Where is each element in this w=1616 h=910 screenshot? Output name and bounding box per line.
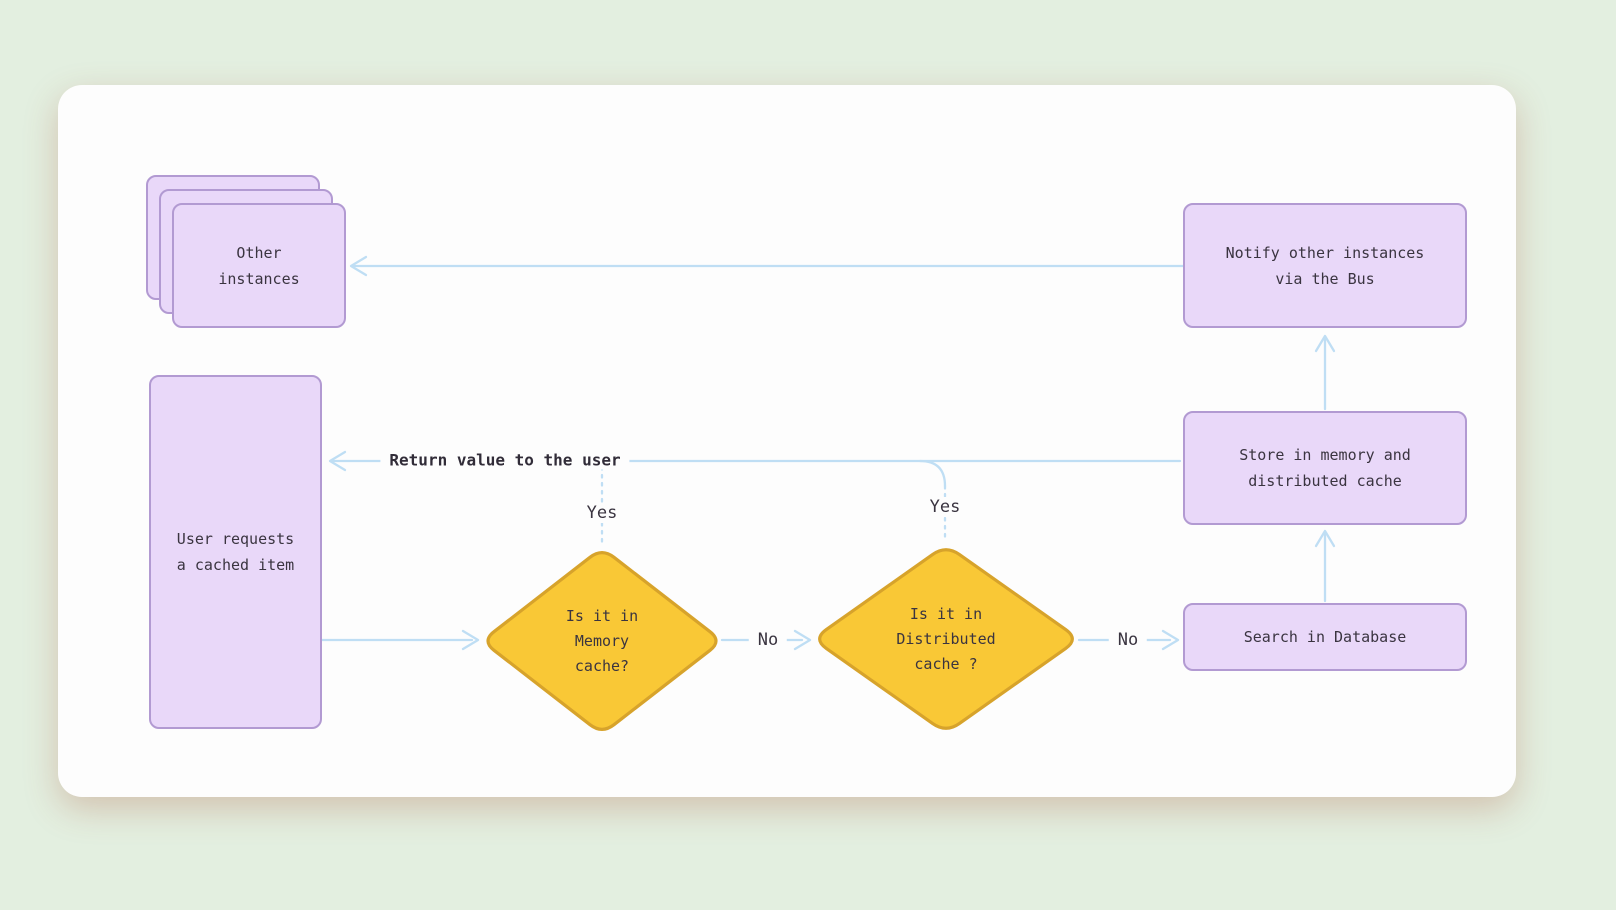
node-notify-bus: Notify other instances via the Bus	[1183, 203, 1467, 328]
edge-label-no-distributed: No	[1108, 630, 1148, 650]
decision-memory-cache-label: Is it in Memory cache?	[565, 606, 639, 675]
edge-label-yes-memory: Yes	[577, 503, 627, 523]
node-user-request: User requests a cached item	[149, 375, 322, 729]
edge-label-yes-distributed: Yes	[920, 497, 970, 517]
edge-label-no-memory: No	[748, 630, 788, 650]
node-search-database: Search in Database	[1183, 603, 1467, 671]
node-store-cache: Store in memory and distributed cache	[1183, 411, 1467, 525]
edge-label-return-value: Return value to the user	[380, 450, 630, 470]
decision-distributed-cache-label: Is it in Distributed cache ?	[896, 604, 996, 673]
node-other-instances: Other instances	[172, 203, 346, 328]
